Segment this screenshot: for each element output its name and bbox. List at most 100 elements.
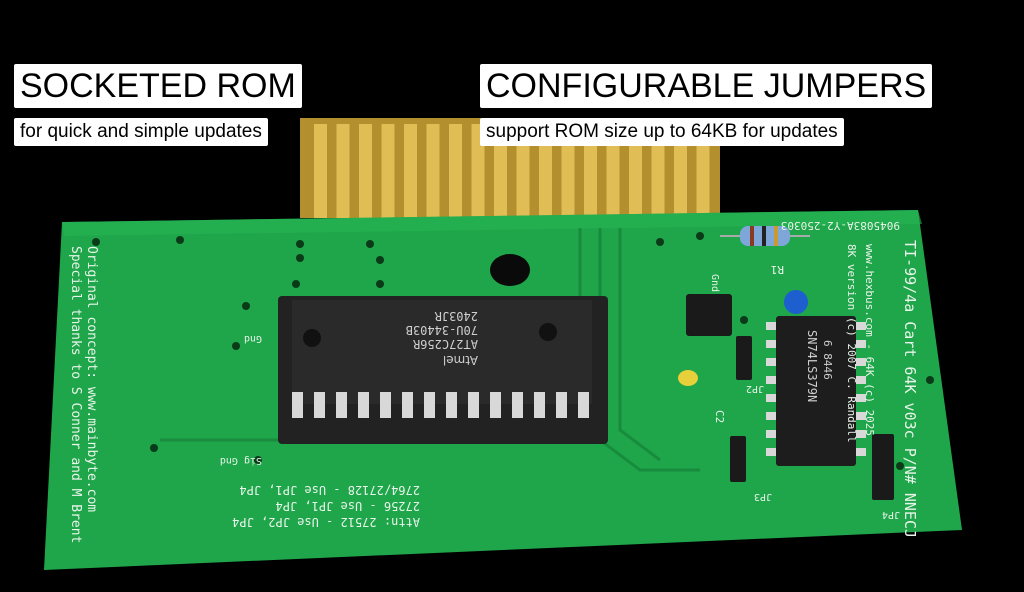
- edge-finger: [314, 124, 327, 218]
- edge-finger: [606, 124, 620, 218]
- edge-finger: [696, 124, 710, 218]
- edge-finger: [404, 124, 417, 218]
- edge-finger: [359, 124, 372, 218]
- jumper-jp4: [872, 434, 894, 500]
- logic-pin: [856, 412, 866, 420]
- edge-finger: [449, 124, 462, 218]
- edge-finger: [674, 124, 687, 218]
- jumper-jp2: [736, 336, 752, 380]
- logic-pin: [856, 340, 866, 348]
- logic-pin: [766, 412, 776, 420]
- eprom-pin: [512, 392, 523, 418]
- eprom-pin: [468, 392, 479, 418]
- via-hole: [896, 462, 904, 470]
- via-hole: [296, 240, 304, 248]
- edge-finger: [336, 124, 350, 218]
- eprom-chip: [278, 296, 608, 444]
- via-hole: [150, 444, 158, 452]
- attn-line3-text: Attn: 27512 - Use JP2, JP4: [232, 515, 420, 529]
- logic-pin: [856, 322, 866, 330]
- logic-pin: [766, 358, 776, 366]
- edge-finger: [584, 124, 597, 218]
- via-hole: [292, 280, 300, 288]
- edge-finger: [494, 124, 507, 218]
- via-hole: [656, 238, 664, 246]
- edge-finger: [629, 124, 642, 218]
- capacitor-c2: [678, 370, 698, 386]
- via-hole: [296, 254, 304, 262]
- via-hole: [92, 238, 100, 246]
- socketed-rom-subtext: for quick and simple updates: [14, 118, 268, 146]
- resistor-r1: [720, 226, 810, 246]
- eprom-pin: [336, 392, 347, 418]
- jp2-label: JP2: [746, 383, 764, 394]
- configurable-jumpers-heading: CONFIGURABLE JUMPERS: [480, 64, 933, 108]
- c2-label: C2: [713, 410, 726, 423]
- edge-finger: [651, 124, 665, 218]
- logic-chip: [766, 316, 866, 466]
- eprom-pin: [578, 392, 589, 418]
- credits-line2-text: Special thanks to S Conner and M Brent: [68, 246, 83, 543]
- via-hole: [376, 280, 384, 288]
- via-hole: [696, 232, 704, 240]
- sig-gnd-label: Sig Gnd: [220, 455, 262, 466]
- via-hole: [242, 302, 250, 310]
- eprom-pin: [490, 392, 501, 418]
- logic-pin: [766, 376, 776, 384]
- jp3-label: JP3: [754, 491, 772, 502]
- eprom-pin: [358, 392, 369, 418]
- via-hole: [176, 236, 184, 244]
- edge-finger: [516, 124, 530, 218]
- eprom-part-text: AT27C256R: [412, 337, 478, 351]
- logic-pin: [856, 394, 866, 402]
- edge-finger: [381, 124, 395, 218]
- attn-line2-text: 27256 - Use JP1, JP4: [276, 499, 421, 513]
- via-hole: [740, 316, 748, 324]
- edge-finger: [471, 124, 485, 218]
- logic-code-text: 6 8446: [821, 340, 834, 380]
- gnd-label: Gnd: [244, 333, 262, 344]
- blue-capacitor: [784, 290, 808, 314]
- via-hole: [376, 256, 384, 264]
- eprom-brand-text: Atmel: [443, 353, 478, 367]
- edge-finger: [561, 124, 575, 218]
- via-hole: [254, 456, 262, 464]
- eprom-code-text: 70U-34403B: [406, 323, 478, 337]
- eprom-pin: [292, 392, 303, 418]
- logic-pin: [856, 376, 866, 384]
- attn-line1-text: 2764/27128 - Use JP1, JP4: [239, 483, 420, 497]
- credits-line1-text: Original concept: www.mainbyte.com: [84, 246, 99, 512]
- edge-finger: [539, 124, 552, 218]
- gnd-jumper-label: Gnd: [709, 274, 720, 292]
- eprom-pin: [534, 392, 545, 418]
- mount-hole: [490, 254, 530, 286]
- jumper-jp3: [730, 436, 746, 482]
- logic-pin: [766, 430, 776, 438]
- eprom-pin: [380, 392, 391, 418]
- version-note-text: 8K version (c) 2007 C. Randall: [845, 244, 858, 443]
- board-title-text: TI-99/4a Cart 64K v03c P/N# NNECJ: [901, 240, 919, 538]
- configurable-jumpers-subtext: support ROM size up to 64KB for updates: [480, 118, 844, 146]
- logic-pin: [766, 394, 776, 402]
- jumper-gnd: [686, 294, 732, 336]
- logic-pin: [856, 430, 866, 438]
- logic-pin: [856, 448, 866, 456]
- eprom-pin: [424, 392, 435, 418]
- logic-pin: [856, 358, 866, 366]
- via-hole: [232, 342, 240, 350]
- logic-part-text: SN74LS379N: [805, 330, 819, 402]
- via-hole: [926, 376, 934, 384]
- logic-pin: [766, 448, 776, 456]
- edge-finger: [426, 124, 440, 218]
- r1-label: R1: [771, 263, 784, 276]
- via-hole: [366, 240, 374, 248]
- eprom-date-text: 2403JR: [434, 309, 478, 323]
- eprom-pin: [314, 392, 325, 418]
- logic-pin: [766, 322, 776, 330]
- part-number-text: 9045083A-Y2-250303: [781, 219, 900, 232]
- logic-pin: [766, 340, 776, 348]
- mounting-holes: [92, 232, 934, 470]
- website-text: www.hexbus.com - 64K (c) 2025: [863, 244, 876, 436]
- eprom-pin: [446, 392, 457, 418]
